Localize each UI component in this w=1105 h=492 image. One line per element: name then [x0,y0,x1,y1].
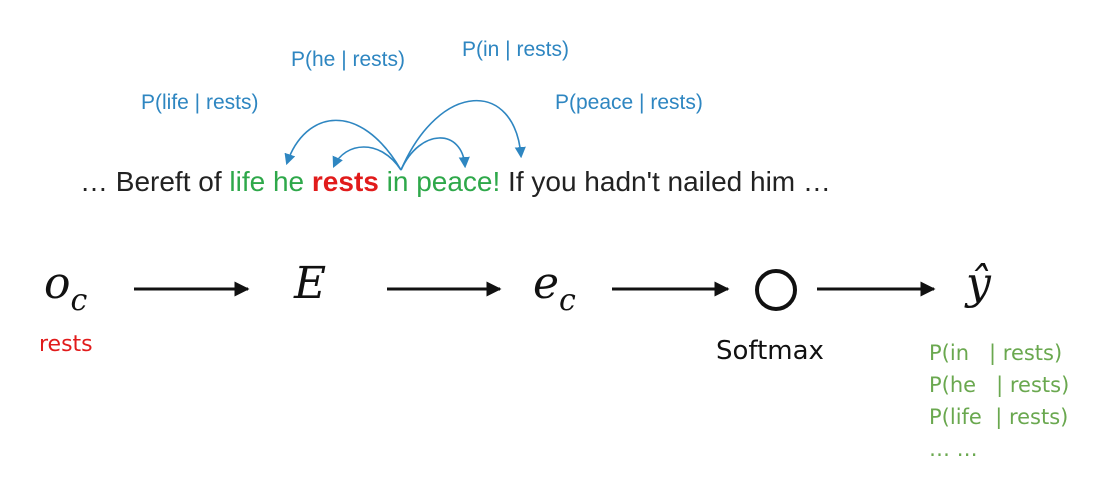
output-yhat: ŷ [966,258,991,309]
arc-to-he [332,146,402,171]
center-word-label: rests [39,332,93,357]
arc-to-in [400,137,470,171]
embedding-matrix: E [294,258,327,309]
sentence-prefix: … Bereft of [80,166,230,197]
sentence: … Bereft of life he rests in peace! If y… [80,166,831,198]
prob-label-peace: P(peace | rests) [555,91,703,114]
softmax-node [755,269,797,311]
prob-label-in: P(in | rests) [462,38,569,61]
output-prob-life: P(life | rests) [929,405,1069,429]
output-prob-ellipsis: … … [929,437,978,461]
onehot-vector: oc [44,258,88,318]
prob-label-life: P(life | rests) [141,91,259,114]
sentence-suffix: If you hadn't nailed him … [500,166,831,197]
prob-label-he: P(he | rests) [291,48,405,71]
arc-to-life [284,119,402,171]
arc-to-peace [400,99,526,171]
softmax-label: Softmax [716,336,824,366]
embedding-vector: ec [533,258,576,318]
context-words-right: in peace! [386,166,501,197]
context-words-left: life he [229,166,305,197]
center-word: rests [311,166,379,197]
output-prob-in: P(in | rests) [929,341,1063,365]
output-prob-he: P(he | rests) [929,373,1070,397]
